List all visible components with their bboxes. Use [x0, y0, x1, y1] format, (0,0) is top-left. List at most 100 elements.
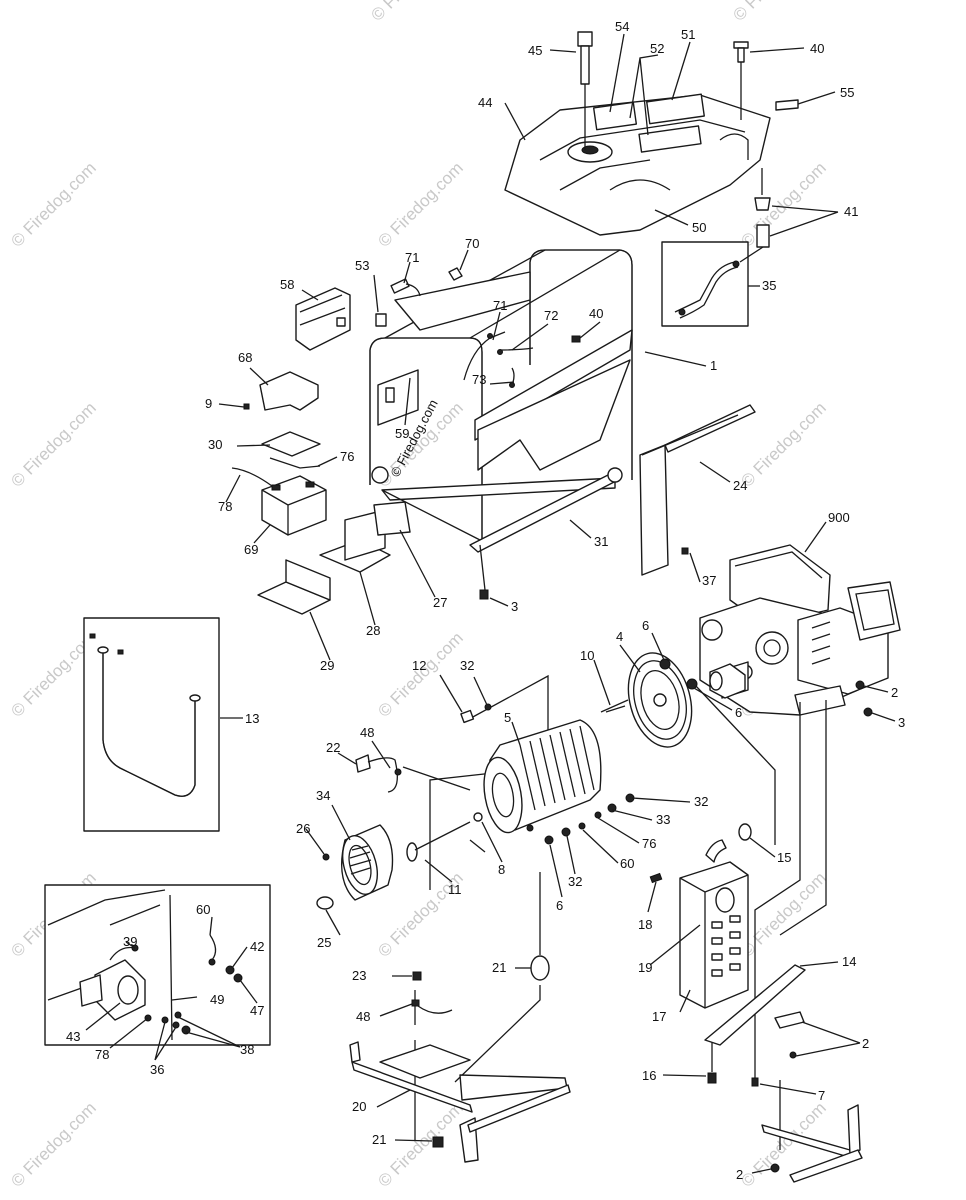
part-label: 2 [736, 1167, 743, 1182]
part-label: 10 [580, 648, 594, 663]
side-bracket-24 [639, 404, 756, 576]
bolt-40-top [733, 41, 749, 120]
part-label: 52 [650, 41, 664, 56]
part-label: 2 [862, 1036, 869, 1051]
part-label: 14 [842, 954, 856, 969]
part-label: 41 [844, 204, 858, 219]
part-label: 11 [448, 882, 462, 897]
screw-26 [322, 853, 330, 861]
part-label: 48 [356, 1009, 370, 1024]
part-label: 68 [238, 350, 252, 365]
watermark-text: © Firedog.com [374, 1098, 466, 1190]
part-label: 12 [412, 658, 426, 673]
nut-6-top [659, 658, 671, 670]
decal-53 [375, 313, 387, 327]
brush-assembly-22 [355, 754, 402, 793]
fuel-gauge [577, 31, 593, 150]
part-label: 34 [316, 788, 330, 803]
part-label: 76 [340, 449, 354, 464]
part-label: 73 [472, 372, 486, 387]
nut-3-engine [863, 707, 873, 717]
part-label: 69 [244, 542, 258, 557]
leader-lines [85, 33, 896, 1174]
part-label: 4 [616, 629, 623, 644]
battery-shield-29 [257, 559, 331, 615]
part-label: 16 [642, 1068, 656, 1083]
part-label: 53 [355, 258, 369, 273]
stator-windings [519, 725, 595, 811]
part-label: 44 [478, 95, 492, 110]
screw-40-frame [571, 335, 581, 343]
part-labels: 4554514052554450413570715358407172173689… [66, 19, 905, 1182]
part-label: 5 [504, 710, 511, 725]
part-label: 2 [891, 685, 898, 700]
part-label: 54 [615, 19, 629, 34]
insulator-27 [373, 501, 411, 536]
part-label: 58 [280, 277, 294, 292]
battery-tray-28 [319, 509, 391, 573]
part-label: 72 [544, 308, 558, 323]
part-label: 6 [735, 705, 742, 720]
watermark-text: © Firedog.com [374, 628, 466, 720]
part-label: 37 [702, 573, 716, 588]
part-label: 20 [352, 1099, 366, 1114]
part-label: 32 [460, 658, 474, 673]
part-label: 50 [692, 220, 706, 235]
part-label: 3 [511, 599, 518, 614]
nut-2-foot [770, 1163, 780, 1173]
control-panel-bracket-59 [377, 369, 419, 426]
part-label: 48 [360, 725, 374, 740]
cap-25 [316, 896, 334, 910]
part-label: 40 [810, 41, 824, 56]
part-label: 13 [245, 711, 259, 726]
part-label: 19 [638, 960, 652, 975]
part-label: 36 [150, 1062, 164, 1077]
watermark-text: © Firedog.com [374, 158, 466, 250]
part-label: 21 [372, 1132, 386, 1147]
part-label: 9 [205, 396, 212, 411]
part-label: 28 [366, 623, 380, 638]
part-label: 32 [568, 874, 582, 889]
ground-strap-48 [411, 999, 453, 1014]
watermark-text: © Firedog.com [737, 158, 829, 250]
part-label: 71 [493, 298, 507, 313]
part-label: 18 [638, 917, 652, 932]
assembly-lines [402, 674, 827, 1150]
nut-21-bottom [432, 1136, 444, 1148]
part-label: 49 [210, 992, 224, 1007]
gasket-15 [738, 823, 752, 841]
rotor-bolt-11 [406, 812, 483, 862]
muffler-bracket-14 [704, 964, 806, 1084]
part-label: 70 [465, 236, 479, 251]
battery-pad-30 [261, 431, 321, 457]
part-label: 24 [733, 478, 747, 493]
watermark-text: © Firedog.com [737, 868, 829, 960]
part-label: 21 [492, 960, 506, 975]
part-label: 17 [652, 1009, 666, 1024]
washer-6 [686, 678, 698, 690]
part-label: 78 [218, 499, 232, 514]
nut-2-engine [855, 680, 865, 690]
washers-32-33-76-60 [544, 793, 635, 845]
part-label: 25 [317, 935, 331, 950]
part-label: 43 [66, 1029, 80, 1044]
battery-69 [231, 467, 327, 536]
battery-strap-76 [269, 457, 321, 469]
part-label: 8 [498, 862, 505, 877]
part-label: 76 [642, 836, 656, 851]
bolt-18 [649, 872, 663, 884]
part-label: 55 [840, 85, 854, 100]
part-label: 35 [762, 278, 776, 293]
battery-cover-68 [259, 371, 319, 411]
screw-7 [751, 1077, 759, 1087]
exhaust-pipe [705, 839, 727, 863]
watermark-text: © Firedog.com [7, 158, 99, 250]
fuel-valve [739, 168, 771, 263]
decal-55 [775, 99, 799, 111]
stud-10 [605, 705, 626, 713]
part-label: 71 [405, 250, 419, 265]
rear-bearing-carrier-4 [627, 652, 693, 748]
part-label: 38 [240, 1042, 254, 1057]
